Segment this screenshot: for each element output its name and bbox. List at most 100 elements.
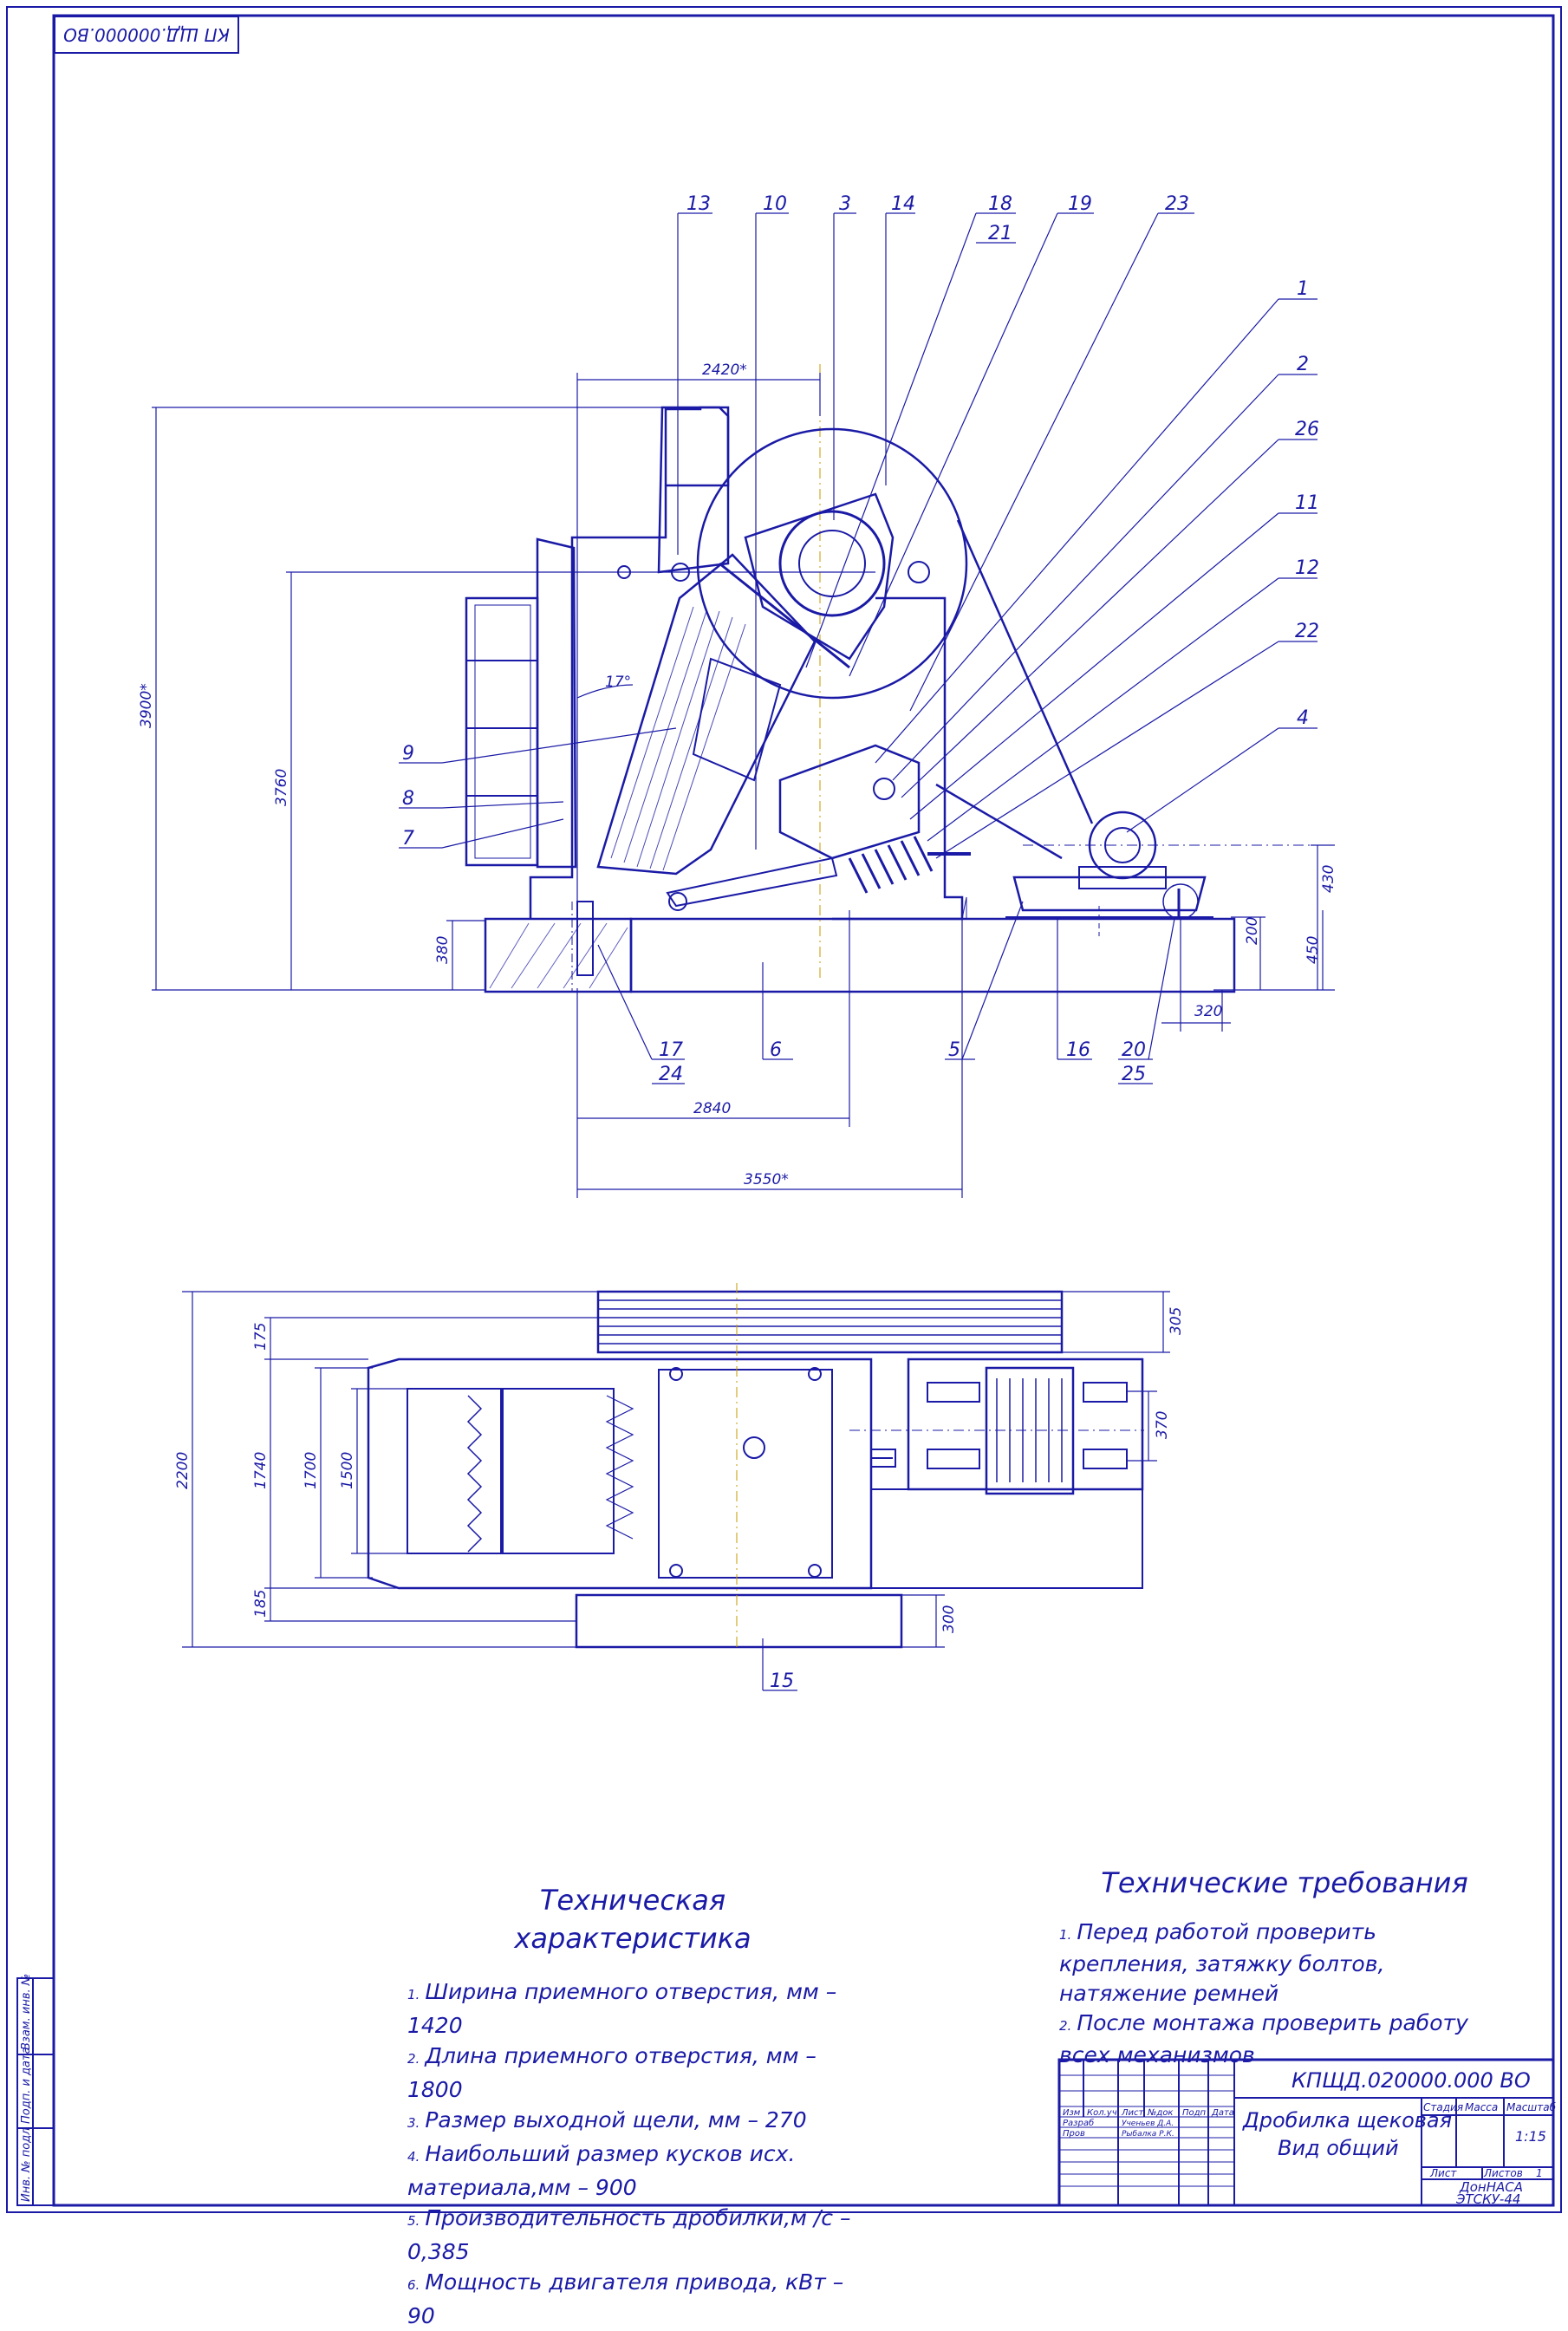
callout-14: 14 bbox=[891, 193, 915, 215]
tech-req-item: 1.Перед работой проверить крепления, зат… bbox=[1059, 1919, 1385, 2006]
callout-17: 17 bbox=[659, 1039, 683, 1061]
tech-char-item: 3.Размер выходной щели, мм – 270 bbox=[407, 2107, 807, 2132]
tech-req-item: 2.После монтажа проверить работу всех ме… bbox=[1059, 2010, 1468, 2067]
col-mass: Масса bbox=[1465, 2101, 1498, 2113]
tech-req-title: Технические требования bbox=[1101, 1866, 1468, 1899]
side-stamp-f3: Взам. инв. № bbox=[20, 1974, 33, 2050]
feed-hopper bbox=[657, 406, 730, 574]
doc-code: КПЩД.020000.000 ВО bbox=[1291, 2068, 1531, 2093]
dim-2840: 2840 bbox=[693, 1100, 731, 1117]
flywheel-top bbox=[596, 1290, 1064, 1354]
dim-1740: 1740 bbox=[252, 1452, 270, 1489]
callout-15: 15 bbox=[770, 1670, 794, 1692]
tech-char-title-1: Техническая bbox=[539, 1884, 726, 1917]
tech-char-item: 5.Производительность дробилки,м /с – 0,3… bbox=[407, 2205, 851, 2264]
dim-2420: 2420* bbox=[702, 361, 747, 379]
dim-320: 320 bbox=[1194, 1003, 1222, 1020]
scale-value: 1:15 bbox=[1515, 2128, 1546, 2145]
n-razrab: Ученьев Д.А. bbox=[1122, 2119, 1174, 2128]
h-ndok: №док bbox=[1147, 2108, 1173, 2118]
callout-18: 18 bbox=[988, 193, 1012, 215]
callout-5: 5 bbox=[948, 1039, 960, 1061]
col-stage: Стадия bbox=[1423, 2101, 1463, 2113]
tech-req-list: 1.Перед работой проверить крепления, зат… bbox=[1059, 1918, 1510, 2070]
dim-370: 370 bbox=[1154, 1411, 1171, 1439]
dim-175: 175 bbox=[252, 1323, 270, 1351]
dim-185: 185 bbox=[252, 1590, 270, 1618]
flywheel bbox=[696, 427, 968, 700]
h-list: Лист bbox=[1121, 2108, 1145, 2118]
callout-16: 16 bbox=[1066, 1039, 1090, 1061]
tech-char-item: 6.Мощность двигателя привода, кВт – 90 bbox=[407, 2269, 844, 2328]
motor-base bbox=[1012, 876, 1207, 912]
callout-7: 7 bbox=[402, 828, 414, 850]
front-view bbox=[465, 364, 1335, 993]
tech-char-title-2: характеристика bbox=[514, 1922, 751, 1955]
callout-3: 3 bbox=[839, 193, 851, 215]
callout-labels: 13 10 3 14 18 21 19 23 1 2 26 11 12 22 4… bbox=[402, 193, 1319, 1692]
toggle-mechanism bbox=[778, 744, 921, 860]
tech-char-item: 2.Длина приемного отверстия, мм – 1800 bbox=[407, 2043, 817, 2102]
callout-8: 8 bbox=[402, 788, 414, 810]
drive-belt-lower bbox=[935, 783, 1063, 860]
dim-300: 300 bbox=[940, 1605, 958, 1633]
col-scale: Масштаб bbox=[1506, 2101, 1557, 2113]
callout-19: 19 bbox=[1068, 193, 1092, 215]
callout-25: 25 bbox=[1122, 1064, 1146, 1085]
callout-10: 10 bbox=[763, 193, 787, 215]
n-prov: Рыбалка Р.К. bbox=[1122, 2130, 1174, 2139]
tech-requirements: Технические требования 1.Перед работой п… bbox=[1059, 1864, 1510, 2070]
drawing-sheet: Взам. инв. № Подп. и дата Инв. № подл bbox=[6, 6, 1562, 2213]
top-dimension-lines bbox=[182, 1291, 1170, 1648]
name-line1: Дробилка щековая bbox=[1242, 2108, 1452, 2132]
motor-base-top bbox=[907, 1358, 1144, 1491]
inner-frame bbox=[52, 14, 1555, 2207]
callout-11: 11 bbox=[1295, 492, 1319, 514]
tech-char-item: 4.Наибольший размер кусков исх. материал… bbox=[407, 2141, 796, 2200]
h-data: Дата bbox=[1211, 2108, 1234, 2118]
callout-leaders bbox=[399, 212, 1318, 1691]
tension-spring bbox=[848, 836, 934, 894]
foundation-main bbox=[629, 917, 1236, 993]
dim-430: 430 bbox=[1320, 865, 1337, 893]
drive-belt-upper bbox=[956, 519, 1094, 824]
dim-3550: 3550* bbox=[744, 1171, 789, 1188]
dim-2200: 2200 bbox=[174, 1452, 192, 1489]
front-wall bbox=[536, 537, 577, 869]
callout-1: 1 bbox=[1297, 278, 1309, 300]
side-stamp: Взам. инв. № Подп. и дата Инв. № подл bbox=[16, 1974, 55, 2206]
dim-3760: 3760 bbox=[273, 769, 290, 806]
callout-20: 20 bbox=[1122, 1039, 1146, 1061]
dim-3900: 3900* bbox=[138, 683, 155, 728]
dim-1700: 1700 bbox=[303, 1452, 320, 1489]
callout-24: 24 bbox=[659, 1064, 683, 1085]
crusher-frame bbox=[529, 406, 730, 919]
r-razrab: Разраб bbox=[1063, 2118, 1094, 2128]
dim-17deg: 17° bbox=[605, 674, 631, 691]
dim-200: 200 bbox=[1244, 917, 1261, 945]
foundation-top bbox=[575, 1593, 903, 1649]
rotated-doc-code: КП ЩД.000000.ВО bbox=[63, 24, 230, 45]
dim-380: 380 bbox=[434, 936, 452, 964]
org-line1: ДонНАСА bbox=[1459, 2179, 1523, 2195]
dim-305: 305 bbox=[1168, 1307, 1185, 1335]
callout-23: 23 bbox=[1165, 193, 1189, 215]
sheet-label: Лист bbox=[1429, 2167, 1457, 2179]
r-prov: Пров bbox=[1063, 2129, 1085, 2139]
outer-frame bbox=[6, 6, 1562, 2213]
dim-1500: 1500 bbox=[339, 1452, 356, 1489]
h-podp: Подп bbox=[1182, 2108, 1207, 2118]
callout-13: 13 bbox=[686, 193, 711, 215]
tech-characteristics: Техническая характеристика 1.Ширина прие… bbox=[407, 1881, 858, 2331]
callout-22: 22 bbox=[1295, 621, 1319, 642]
side-stamp-f2: Подп. и дата bbox=[20, 2047, 33, 2124]
sheets-label: Листов bbox=[1483, 2167, 1523, 2179]
callout-4: 4 bbox=[1297, 707, 1309, 729]
rotated-doc-stamp: КП ЩД.000000.ВО bbox=[54, 16, 239, 54]
callout-21: 21 bbox=[988, 223, 1012, 244]
shaft-housing bbox=[744, 492, 895, 661]
title-block bbox=[1057, 2058, 1555, 2207]
sheets-value: 1 bbox=[1536, 2167, 1543, 2179]
side-stamp-f1: Инв. № подл bbox=[20, 2127, 33, 2202]
foundation-left bbox=[484, 917, 633, 993]
